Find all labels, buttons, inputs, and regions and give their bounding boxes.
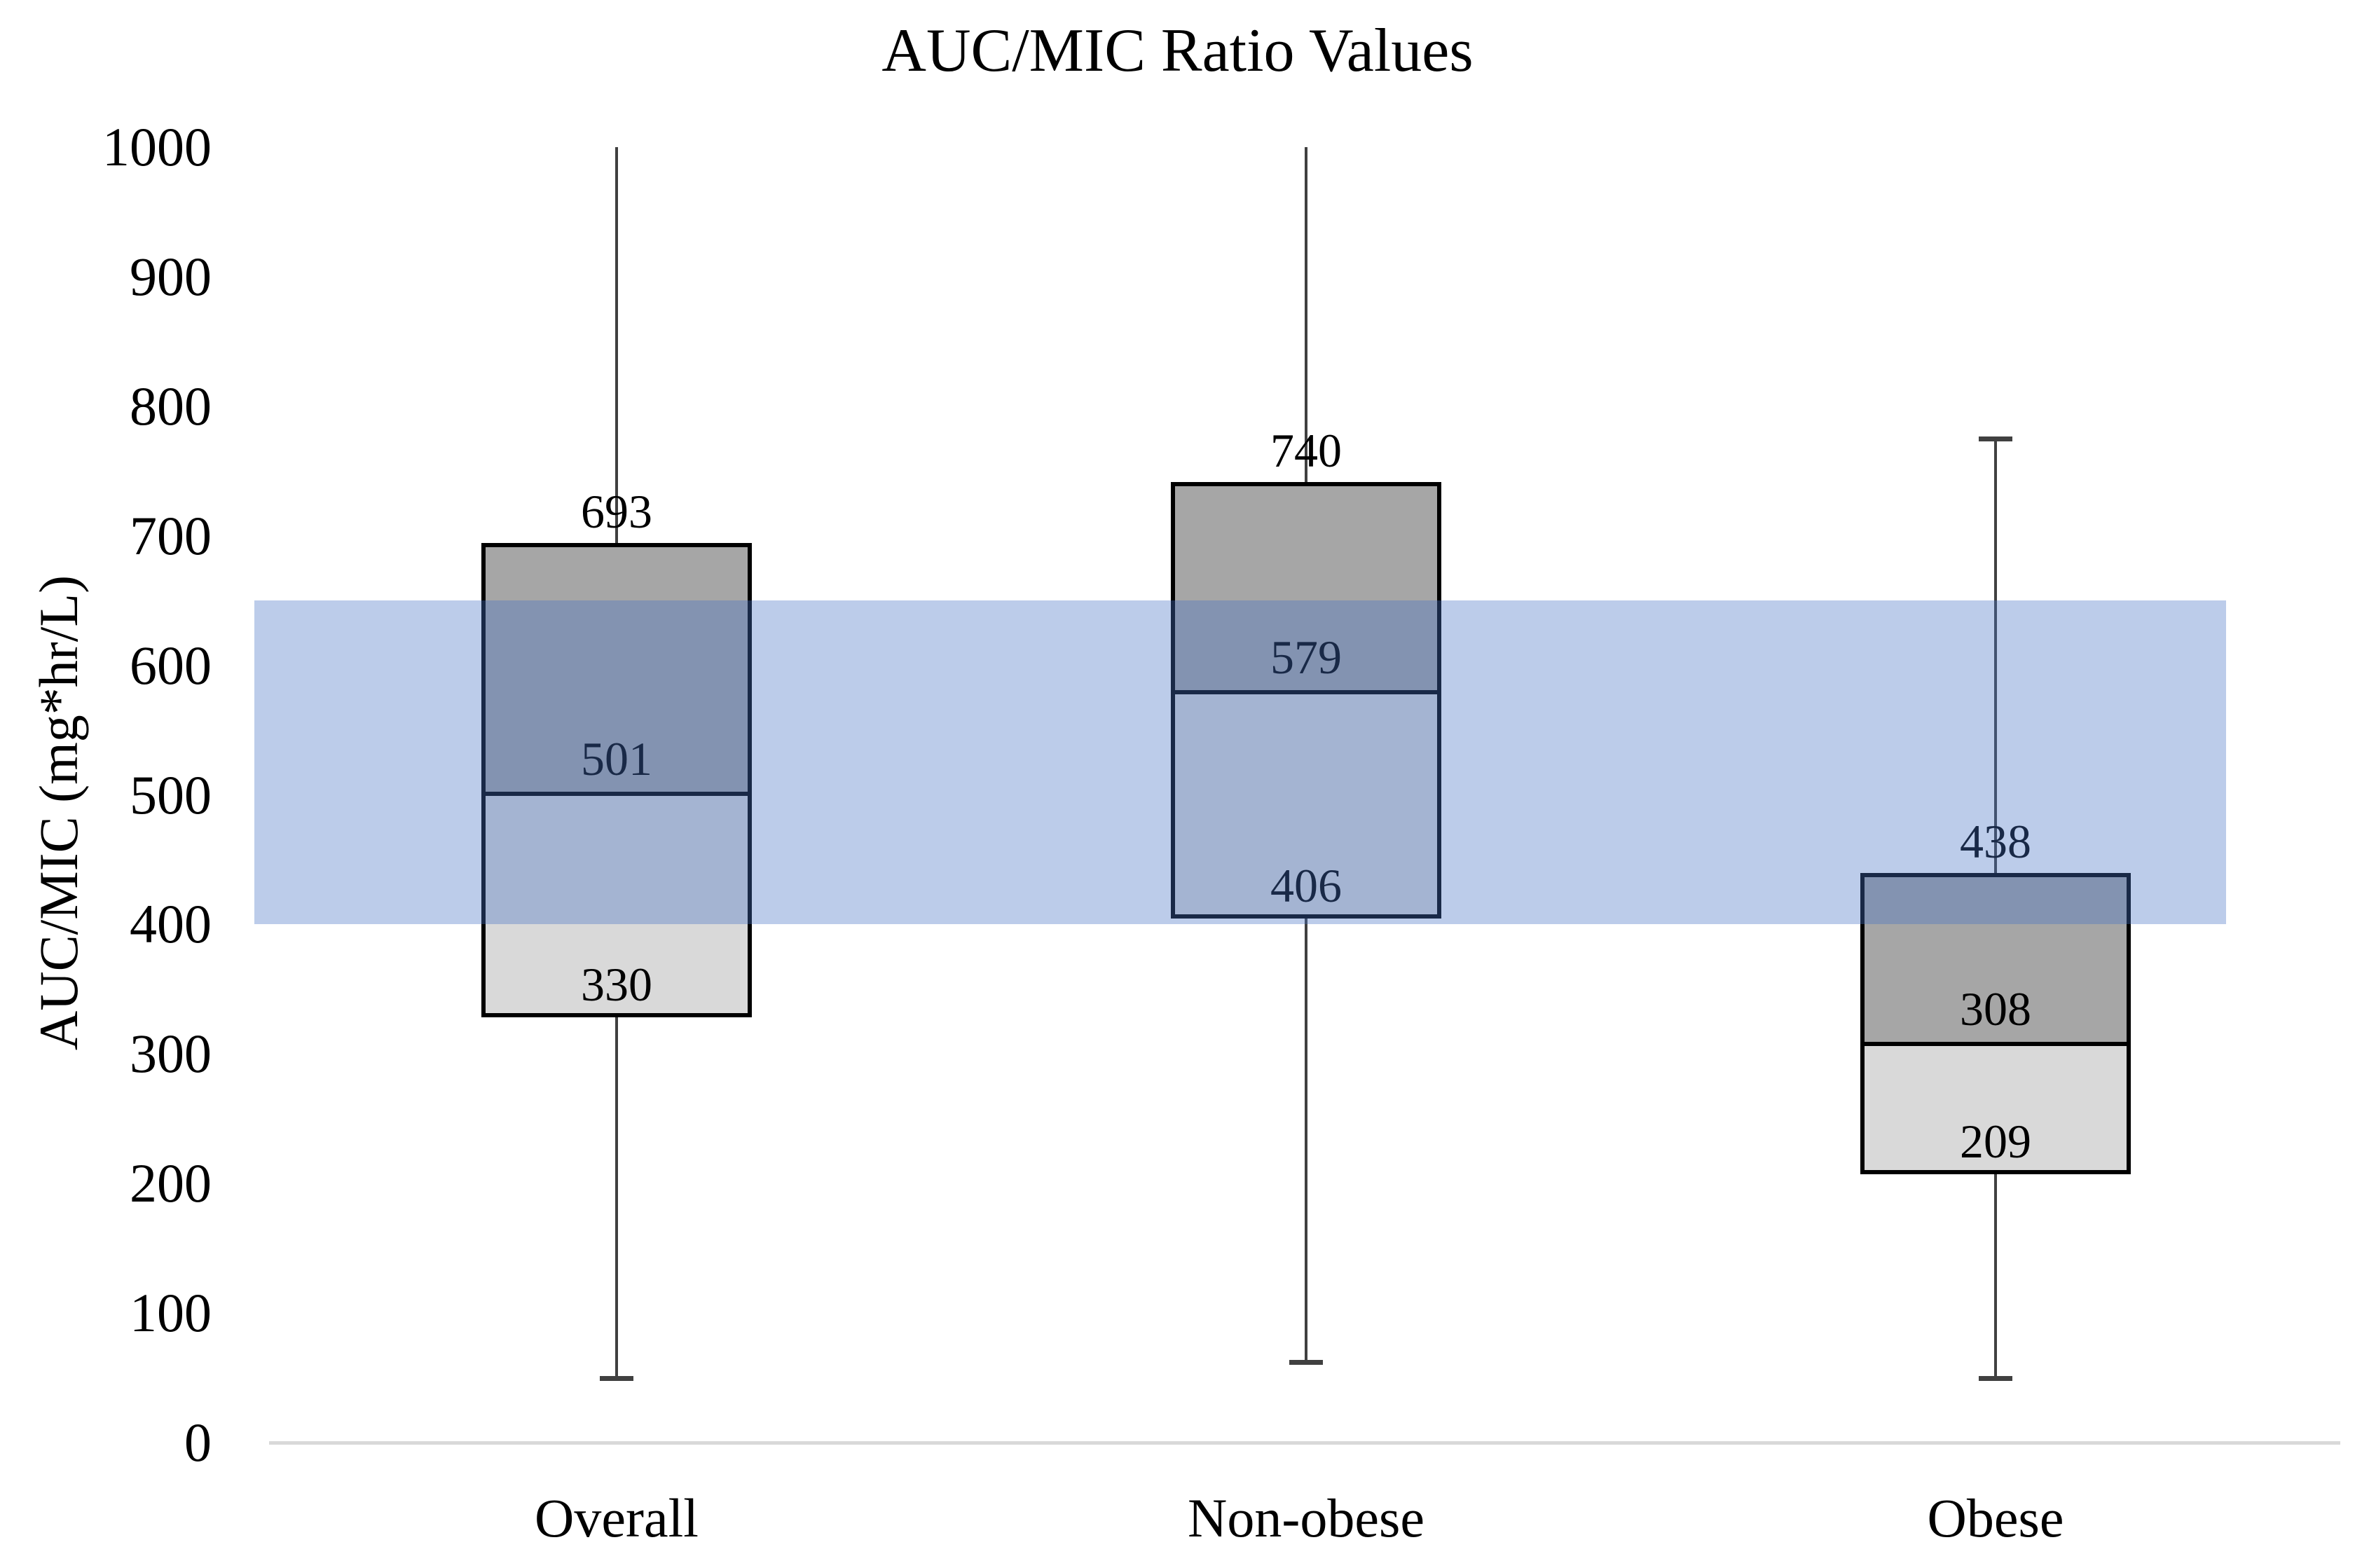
box-upper-fill [483, 544, 750, 794]
median-value-label: 308 [1960, 982, 2031, 1036]
y-tick-label: 0 [184, 1412, 212, 1473]
category-label: Obese [1927, 1487, 2064, 1548]
q3-value-label: 693 [581, 484, 652, 538]
y-tick-label: 700 [130, 504, 212, 566]
y-tick-label: 600 [130, 634, 212, 696]
whisker-cap [1979, 1375, 2012, 1381]
box-upper-fill [1862, 875, 2129, 1044]
whisker-cap [1979, 436, 2012, 442]
median-value-label: 501 [581, 731, 652, 785]
whisker-cap [1289, 1360, 1323, 1366]
median-value-label: 579 [1270, 631, 1342, 685]
y-tick-label: 300 [130, 1023, 212, 1085]
q3-value-label: 438 [1960, 815, 2031, 869]
category-label: Non-obese [1188, 1487, 1424, 1548]
box-upper-fill [1173, 483, 1439, 693]
y-tick-label: 900 [130, 245, 212, 307]
box-border [1171, 481, 1441, 919]
q3-value-label: 740 [1270, 423, 1342, 477]
median-line [481, 791, 752, 796]
x-axis-baseline [269, 1441, 2340, 1445]
median-line [1171, 690, 1441, 695]
y-tick-label: 200 [130, 1153, 212, 1214]
y-tick-label: 400 [130, 893, 212, 955]
q1-value-label: 209 [1960, 1114, 2031, 1168]
reference-band [254, 600, 2226, 925]
box-border [481, 542, 752, 1017]
box-lower-fill [1862, 1043, 2129, 1172]
box-lower-fill [1173, 692, 1439, 917]
y-tick-label: 500 [130, 764, 212, 825]
box-border [1860, 873, 2131, 1174]
median-line [1860, 1041, 2131, 1046]
box-lower-fill [483, 793, 750, 1015]
q1-value-label: 406 [1270, 859, 1342, 913]
whisker-cap [600, 1375, 633, 1381]
q1-value-label: 330 [581, 957, 652, 1011]
chart-title: AUC/MIC Ratio Values [881, 17, 1474, 85]
y-tick-label: 100 [130, 1282, 212, 1344]
y-tick-label: 1000 [102, 116, 212, 177]
y-tick-label: 800 [130, 375, 212, 436]
category-label: Overall [535, 1487, 699, 1548]
